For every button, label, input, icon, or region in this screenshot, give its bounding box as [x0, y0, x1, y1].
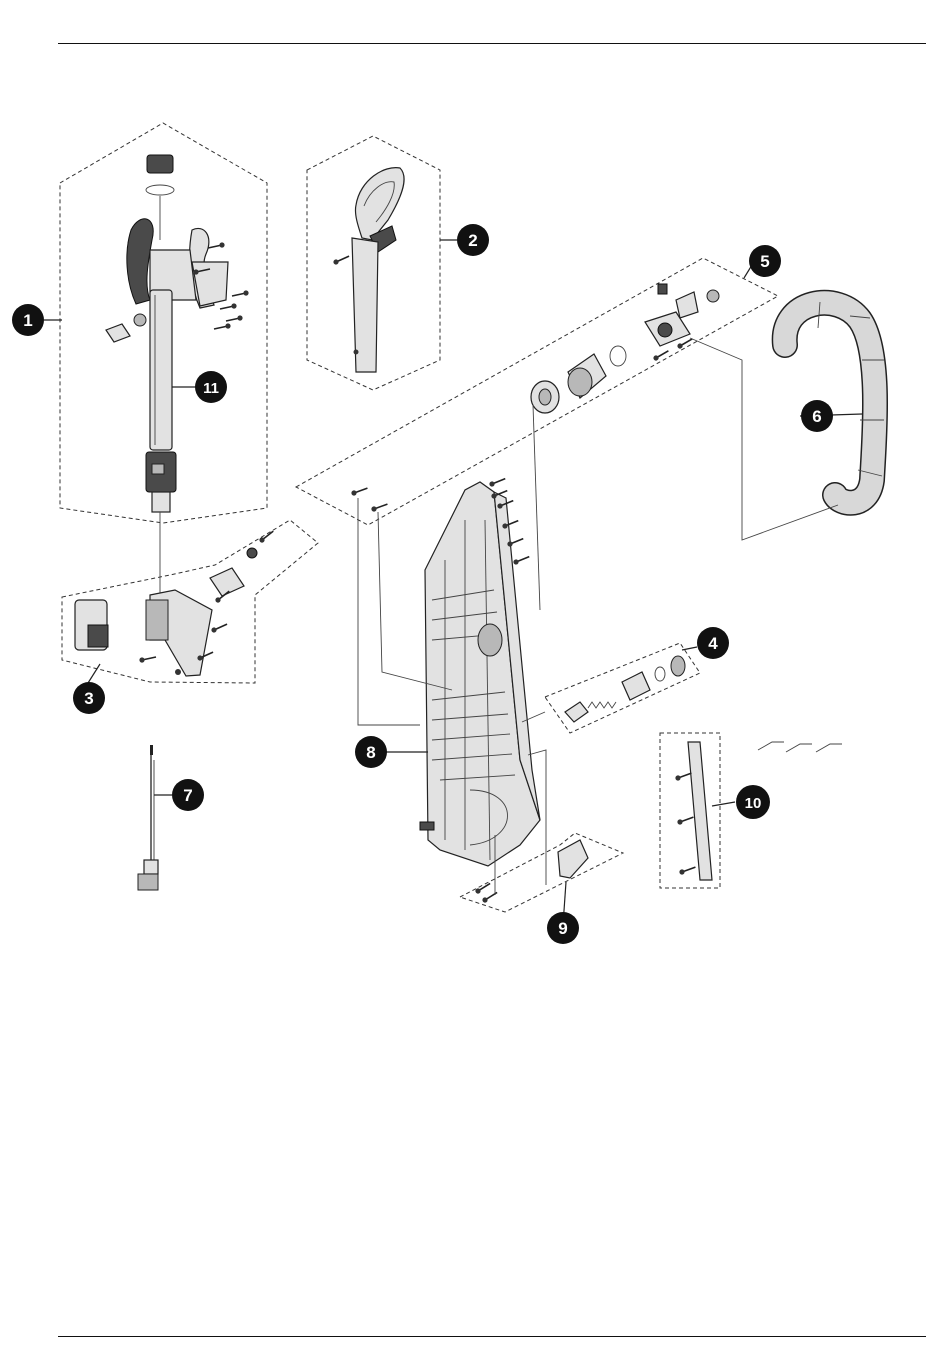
group-2-upper-handle: [307, 136, 440, 390]
part-6-hose: [785, 302, 884, 503]
callout-5: 5: [749, 245, 781, 277]
callout-7: 7: [172, 779, 204, 811]
callout-3: 3: [73, 682, 105, 714]
callout-6: 6: [801, 400, 833, 432]
callout-1-label: 1: [23, 311, 32, 330]
callout-10-label: 10: [745, 795, 762, 812]
callout-8: 8: [355, 736, 387, 768]
part-8-main-body: [420, 479, 540, 866]
callout-9-label: 9: [558, 919, 567, 938]
callout-8-label: 8: [366, 743, 375, 762]
callout-11-label: 11: [203, 380, 219, 397]
callout-9: 9: [547, 912, 579, 944]
callout-10: 10: [736, 785, 770, 819]
callout-2: 2: [457, 224, 489, 256]
callout-1: 1: [12, 304, 44, 336]
callout-4-label: 4: [708, 634, 718, 653]
callout-2-label: 2: [468, 231, 477, 250]
group-4-latch-assembly: [545, 643, 700, 733]
callout-5-label: 5: [760, 252, 769, 271]
callout-11: 11: [195, 371, 227, 403]
callout-6-label: 6: [812, 407, 821, 426]
callout-4: 4: [697, 627, 729, 659]
group-3-handle-socket: [62, 520, 318, 683]
part-7-wire-harness: [138, 745, 158, 890]
callout-3-label: 3: [84, 689, 93, 708]
callout-7-label: 7: [183, 786, 192, 805]
group-1-handle-assembly: [60, 123, 267, 523]
